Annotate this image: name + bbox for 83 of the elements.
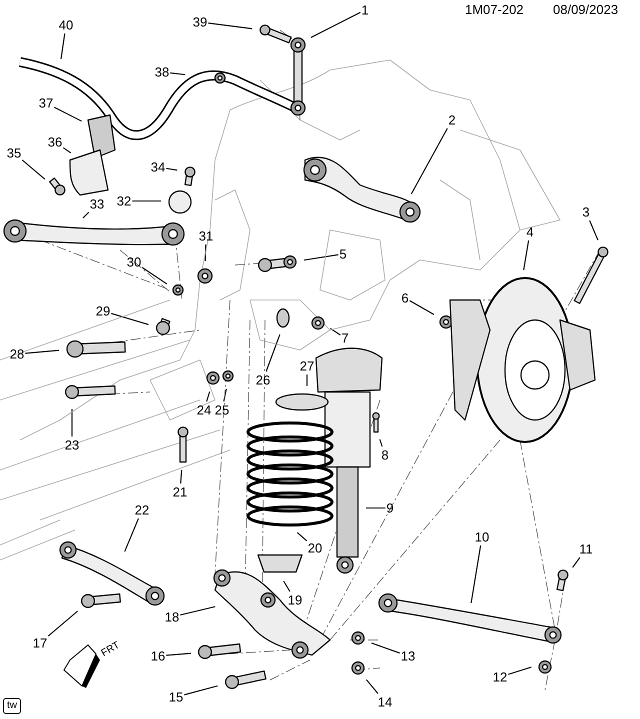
leader-line [170, 72, 186, 76]
leader-line [306, 374, 308, 386]
callout-number: 30 [126, 254, 142, 270]
leader-line [589, 220, 598, 240]
leader-line [82, 212, 90, 218]
callout-number: 3 [582, 204, 590, 220]
callout-number: 20 [308, 540, 322, 556]
callout-number: 24 [196, 402, 212, 418]
callout-number: 25 [214, 402, 230, 418]
callout-number: 14 [378, 694, 392, 710]
leader-line [142, 267, 168, 284]
callout-number: 10 [474, 530, 490, 544]
callout-number: 39 [192, 14, 208, 30]
callout-number: 32 [116, 194, 132, 208]
leader-line [371, 642, 400, 654]
callout-number: 2 [448, 112, 456, 128]
leader-line [180, 606, 216, 616]
callout-number: 38 [154, 64, 170, 80]
leader-line [330, 328, 341, 336]
diagram-number: 1M07-202 [465, 2, 524, 17]
leader-line [208, 22, 252, 30]
callout-number: 28 [10, 346, 24, 362]
leader-line [223, 388, 227, 402]
callout-number: 16 [150, 648, 166, 664]
leader-line [206, 391, 210, 402]
leader-line [470, 545, 482, 604]
leader-line [409, 300, 434, 315]
callout-number: 21 [172, 484, 188, 500]
leader-line [296, 532, 308, 542]
leader-line [366, 507, 386, 509]
callout-number: 31 [198, 228, 214, 244]
leader-line [204, 244, 206, 262]
leader-line [410, 128, 448, 194]
callout-number: 19 [288, 592, 302, 608]
leader-line [283, 580, 290, 592]
callout-number: 34 [150, 160, 166, 174]
leader-line [166, 168, 178, 171]
leader-line [184, 685, 218, 696]
date: 08/09/2023 [553, 2, 618, 17]
view-code-label: tw [3, 698, 21, 714]
leader-line [310, 12, 361, 38]
callout-number: 4 [526, 224, 534, 240]
callout-number: 15 [168, 690, 184, 704]
leader-line [62, 147, 72, 154]
callout-number: 11 [579, 542, 593, 556]
leader-line [166, 652, 192, 656]
leader-line [304, 254, 338, 261]
callout-number: 37 [38, 96, 54, 110]
callout-number: 5 [339, 246, 347, 262]
leader-line [180, 470, 182, 484]
leader-line [366, 679, 378, 694]
callout-number: 17 [32, 636, 48, 650]
callout-number: 33 [90, 196, 104, 212]
leader-line [22, 160, 46, 180]
leader-line [124, 518, 139, 552]
callout-number: 36 [48, 134, 62, 150]
callout-number: 35 [6, 146, 22, 160]
callout-number: 29 [96, 304, 110, 318]
leader-line [379, 439, 383, 447]
callout-number: 27 [300, 358, 314, 374]
leader-line [48, 610, 78, 636]
leader-line [523, 240, 530, 270]
leader-line [266, 334, 280, 372]
callout-number: 22 [134, 502, 150, 518]
callout-number: 1 [361, 2, 369, 18]
direction-label: FRT [100, 640, 122, 660]
leader-line [508, 666, 532, 675]
callout-number: 18 [164, 610, 180, 624]
leader-line [60, 33, 66, 60]
callout-number: 13 [400, 648, 416, 664]
leader-line [54, 106, 82, 122]
leader-line [132, 200, 161, 202]
leader-line [572, 557, 580, 568]
leader-line [25, 350, 60, 354]
callout-number: 12 [492, 670, 508, 684]
callout-number: 7 [341, 330, 349, 346]
leader-line [71, 409, 73, 436]
callout-number: 8 [381, 448, 389, 462]
callout-number: 23 [64, 438, 80, 452]
callout-number: 6 [401, 290, 409, 306]
callout-number: 9 [386, 500, 394, 516]
callout-number: 40 [58, 18, 74, 32]
leader-line [111, 312, 149, 326]
